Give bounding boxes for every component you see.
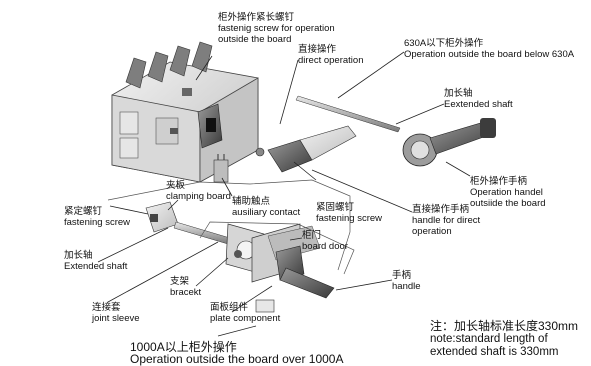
label-auxiliary-contact: 辅助触点 ausiliary contact [232, 196, 300, 218]
label-en: Eextended shaft [444, 99, 513, 110]
label-en: outsiide the board [470, 198, 546, 209]
label-en: joint sleeve [92, 313, 140, 324]
label-zh: 柜外操作紧长螺钉 [218, 12, 295, 23]
label-en: fastenig screw for operation [218, 23, 335, 34]
label-en: outside the board [218, 34, 292, 45]
door-cutout-outline [107, 179, 355, 275]
label-en: Operation handel [470, 187, 543, 198]
label-fastening-screw-left: 紧定螺钉 fastening screw [64, 206, 130, 228]
label-en: clamping board [166, 191, 231, 202]
auxiliary-contact [213, 154, 229, 183]
label-en: handle for direct [412, 215, 481, 226]
label-board-door: 柜门 board door [302, 230, 348, 252]
label-joint-sleeve: 连接套 joint sleeve [92, 302, 140, 324]
outside-handle [402, 118, 496, 167]
label-en: handle [392, 281, 421, 292]
label-handle: 手柄 handle [392, 270, 421, 292]
label-extended-shaft-left: 加长轴 Extended shaft [64, 250, 127, 272]
note-line: note:standard length of [430, 333, 548, 345]
label-en: Operation outside the board below 630A [404, 49, 575, 60]
label-extended-shaft-top: 加长轴 Eextended shaft [444, 88, 513, 110]
label-zh: 紧定螺钉 [64, 206, 103, 217]
label-en: plate component [210, 313, 281, 324]
label-en: fastening screw [316, 213, 383, 224]
label-en: fastening screw [64, 217, 131, 228]
label-zh: 支架 [170, 276, 190, 287]
label-en: Extended shaft [64, 261, 128, 272]
label-zh: 辅助触点 [232, 196, 271, 207]
label-zh: 1000A以上柜外操作 [130, 340, 237, 354]
label-outside-handle: 柜外操作手柄 Operation handel outsiide the boa… [470, 176, 546, 209]
label-fastening-screw-mid: 紧固螺钉 fastening screw [316, 202, 382, 224]
label-fastening-screw-outside: 柜外操作紧长螺钉 fastenig screw for operation ou… [218, 12, 335, 45]
label-below-630a: 630A以下柜外操作 Operation outside the board b… [404, 38, 574, 60]
label-zh: 直接操作手柄 [412, 204, 470, 215]
label-zh: 夹板 [166, 180, 186, 191]
label-plate-component: 面板组件 plate component [210, 302, 280, 324]
label-zh: 630A以下柜外操作 [404, 38, 484, 49]
label-bracket: 支架 bracekt [170, 276, 201, 298]
label-en: direct operation [298, 55, 364, 66]
label-zh: 柜外操作手柄 [470, 176, 528, 187]
label-en: board door [302, 241, 348, 252]
label-direct-operation: 直接操作 direct operation [298, 44, 363, 66]
extended-shaft-top [295, 95, 401, 133]
label-zh: 柜门 [302, 230, 322, 241]
shaft-length-note: 注：加长轴标准长度330mm note:standard length of e… [430, 320, 578, 359]
switch-body [111, 41, 259, 183]
label-en: bracekt [170, 287, 202, 298]
label-zh: 连接套 [92, 302, 121, 313]
label-zh: 紧固螺钉 [316, 202, 355, 213]
note-line: 注：加长轴标准长度330mm [430, 319, 579, 333]
note-line: extended shaft is 330mm [430, 346, 559, 358]
direct-handle [255, 125, 357, 173]
label-zh: 面板组件 [210, 302, 249, 313]
leader-lines [97, 51, 471, 337]
label-zh: 直接操作 [298, 44, 337, 55]
lower-assembly [145, 201, 335, 313]
label-over-1000a: 1000A以上柜外操作 Operation outside the board … [130, 341, 343, 365]
label-clamping-board: 夹板 clamping board [166, 180, 231, 202]
label-direct-handle: 直接操作手柄 handle for direct operation [412, 204, 480, 237]
label-zh: 加长轴 [444, 88, 473, 99]
label-en: ausiliary contact [232, 207, 301, 218]
label-zh: 手柄 [392, 270, 412, 281]
label-zh: 加长轴 [64, 250, 93, 261]
label-en: operation [412, 226, 452, 237]
label-en: Operation outside the board over 1000A [130, 352, 344, 366]
